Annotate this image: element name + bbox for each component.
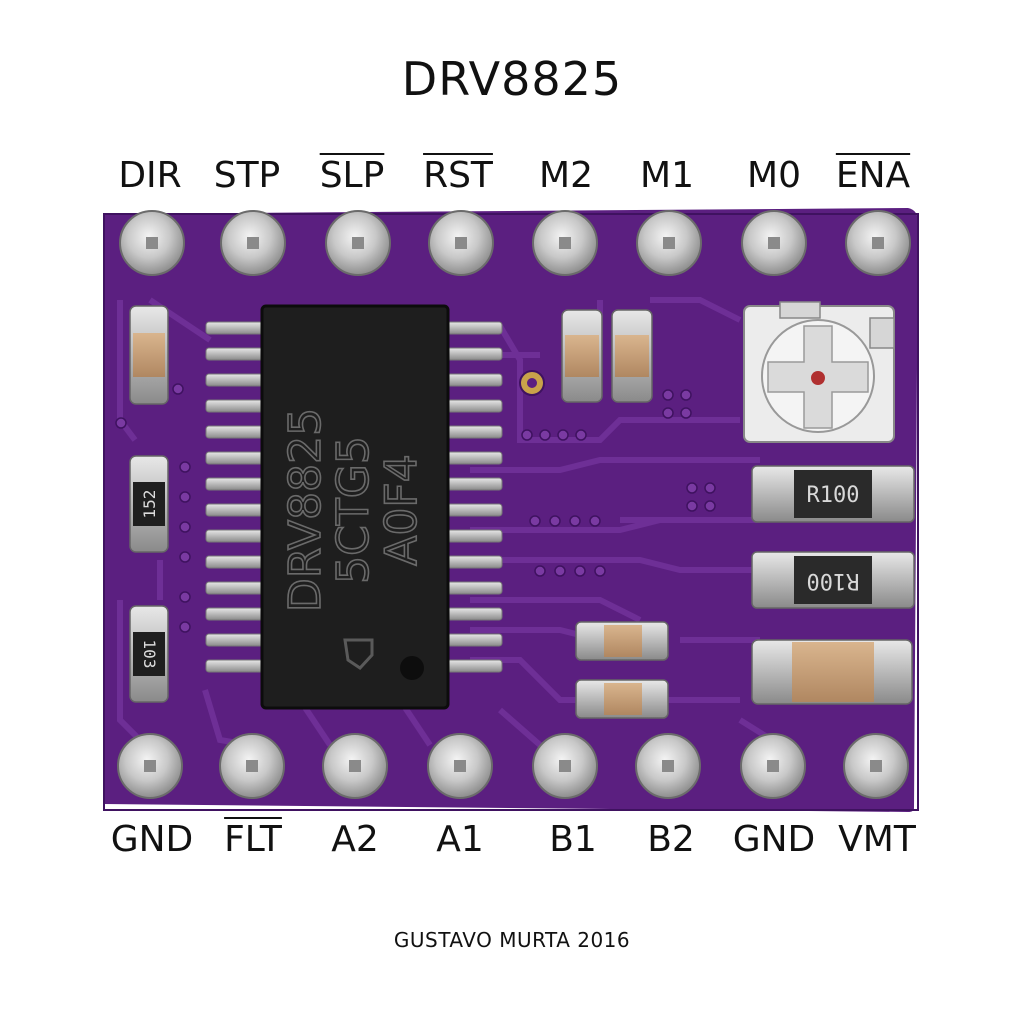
pin-label-slp: SLP bbox=[319, 155, 385, 196]
ti-logo bbox=[343, 638, 374, 670]
chip-pins-right bbox=[439, 321, 503, 673]
top-header-pins bbox=[119, 210, 911, 276]
resistor-152: 152 bbox=[129, 455, 169, 553]
pin-label-flt: FLT bbox=[224, 819, 282, 860]
pcb-outline bbox=[103, 213, 919, 811]
capacitor-mid-2 bbox=[611, 309, 653, 403]
capacitor-mid-1 bbox=[561, 309, 603, 403]
pin-label-m0: M0 bbox=[747, 155, 801, 196]
capacitor-low-2 bbox=[575, 679, 669, 719]
pin-label-a2: A2 bbox=[331, 819, 379, 860]
chip-pin1-dot bbox=[400, 656, 424, 680]
pin-label-b2: B2 bbox=[647, 819, 695, 860]
pin-label-stp: STP bbox=[213, 155, 281, 196]
pin-label-m2: M2 bbox=[539, 155, 593, 196]
pin-label-vmt: VMT bbox=[838, 819, 916, 860]
chip-marking-line2: 5CTG5 bbox=[328, 436, 379, 584]
pin-label-b1: B1 bbox=[549, 819, 597, 860]
sense-resistor-1-label: R100 bbox=[807, 483, 860, 508]
resistor-103: 103 bbox=[129, 605, 169, 703]
capacitor-large bbox=[751, 639, 913, 705]
vias bbox=[115, 383, 716, 633]
pin-label-ena: ENA bbox=[835, 155, 911, 196]
author-credit: GUSTAVO MURTA 2016 bbox=[393, 928, 631, 952]
page-title: DRV8825 bbox=[401, 52, 623, 106]
capacitor-left-top bbox=[129, 305, 169, 405]
pin-label-a1: A1 bbox=[436, 819, 484, 860]
drv8825-chip bbox=[260, 304, 450, 710]
chip-marking-line3: A0F4 bbox=[376, 454, 427, 565]
pin-label-gnd-2: GND bbox=[732, 819, 816, 860]
pin-label-rst: RST bbox=[423, 155, 493, 196]
pin-label-gnd-1: GND bbox=[110, 819, 194, 860]
bottom-header-pins bbox=[117, 733, 909, 799]
sense-resistor-2-label: R100 bbox=[807, 568, 860, 593]
sense-resistor-2: R100 bbox=[751, 551, 915, 609]
capacitor-low-1 bbox=[575, 621, 669, 661]
pin-label-m1: M1 bbox=[640, 155, 694, 196]
resistor-103-label: 103 bbox=[140, 640, 159, 669]
potentiometer bbox=[743, 301, 895, 443]
sense-resistor-1: R100 bbox=[751, 465, 915, 523]
pin-label-dir: DIR bbox=[118, 155, 182, 196]
chip-marking-line1: DRV8825 bbox=[280, 408, 331, 612]
resistor-152-label: 152 bbox=[140, 490, 159, 519]
